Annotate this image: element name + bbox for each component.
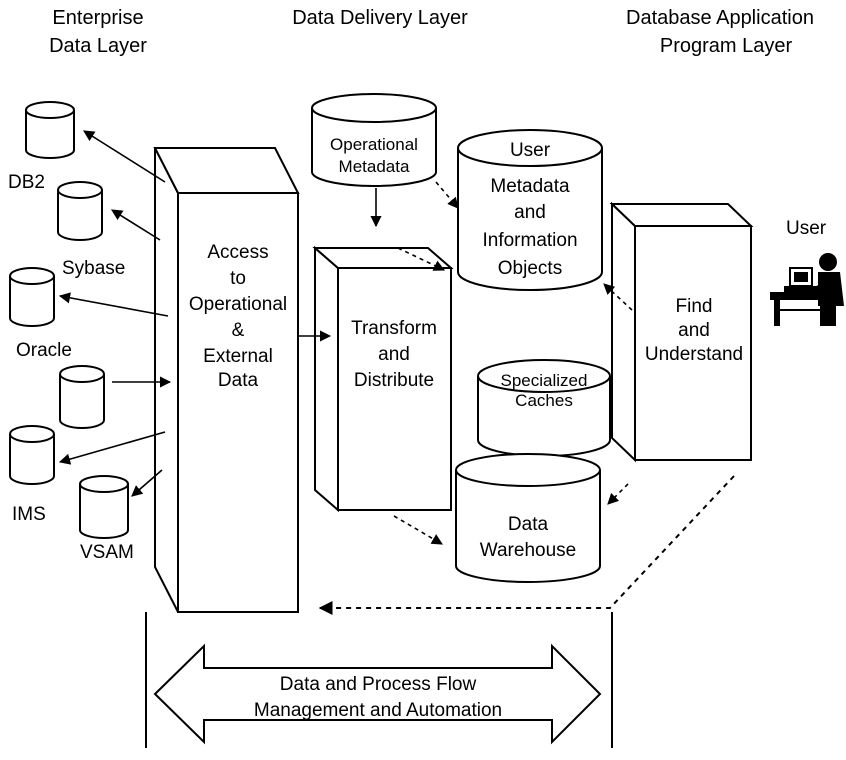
db2-label: DB2: [8, 172, 45, 193]
operational-metadata-cylinder-icon: [311, 93, 437, 187]
specialized-line2: Caches: [515, 391, 573, 410]
find-line3: Understand: [645, 344, 743, 365]
unlabeled-cylinder-icon: [59, 365, 105, 429]
management-line2: Management and Automation: [254, 700, 502, 721]
transform-line2: and: [378, 344, 410, 365]
oracle-cylinder-icon: [9, 267, 55, 327]
warehouse-line1: Data: [508, 514, 549, 535]
transform-block: [312, 245, 454, 513]
user-metadata-line3: and: [514, 202, 546, 223]
find-block: [609, 201, 754, 463]
user-label: User: [786, 218, 827, 239]
user-metadata-cylinder-icon: [457, 129, 603, 291]
management-bracket: [145, 612, 613, 748]
source-arrows: [58, 130, 172, 497]
warehouse-line2: Warehouse: [480, 540, 576, 561]
sybase-cylinder-icon: [57, 181, 103, 241]
find-line2: and: [678, 320, 710, 341]
access-line2: to: [230, 268, 246, 289]
user-metadata-line2: Metadata: [490, 176, 570, 197]
operational-metadata-line2: Metadata: [339, 157, 410, 176]
access-line4: &: [232, 320, 245, 341]
header-application-line1: Database Application: [626, 7, 814, 29]
access-line5: External: [203, 346, 273, 367]
vsam-cylinder-icon: [79, 475, 129, 539]
find-line1: Find: [676, 296, 713, 317]
sybase-label: Sybase: [62, 258, 125, 279]
transform-line3: Distribute: [354, 370, 434, 391]
ims-label: IMS: [12, 504, 46, 525]
header-enterprise-line2: Data Layer: [49, 35, 147, 57]
db2-cylinder-icon: [25, 101, 75, 159]
user-metadata-line1: User: [510, 140, 551, 161]
oracle-label: Oracle: [16, 340, 72, 361]
access-line1: Access: [207, 242, 268, 263]
vsam-label: VSAM: [80, 542, 134, 563]
user-at-computer-icon: [770, 253, 844, 326]
access-line6: Data: [218, 370, 259, 391]
transform-line1: Transform: [351, 318, 437, 339]
user-metadata-line4: Information: [482, 230, 577, 251]
user-metadata-line5: Objects: [498, 258, 562, 279]
header-enterprise-line1: Enterprise: [52, 7, 143, 29]
specialized-line1: Specialized: [501, 371, 588, 390]
data-warehouse-cylinder-icon: [455, 453, 601, 583]
management-line1: Data and Process Flow: [280, 674, 477, 695]
header-application-line2: Program Layer: [660, 35, 793, 57]
access-line3: Operational: [189, 294, 287, 315]
ims-cylinder-icon: [9, 425, 55, 485]
operational-metadata-line1: Operational: [330, 135, 418, 154]
management-double-arrow: [153, 643, 602, 745]
header-delivery: Data Delivery Layer: [292, 7, 468, 29]
access-block: [153, 147, 300, 613]
flow-arrows: [298, 181, 735, 615]
